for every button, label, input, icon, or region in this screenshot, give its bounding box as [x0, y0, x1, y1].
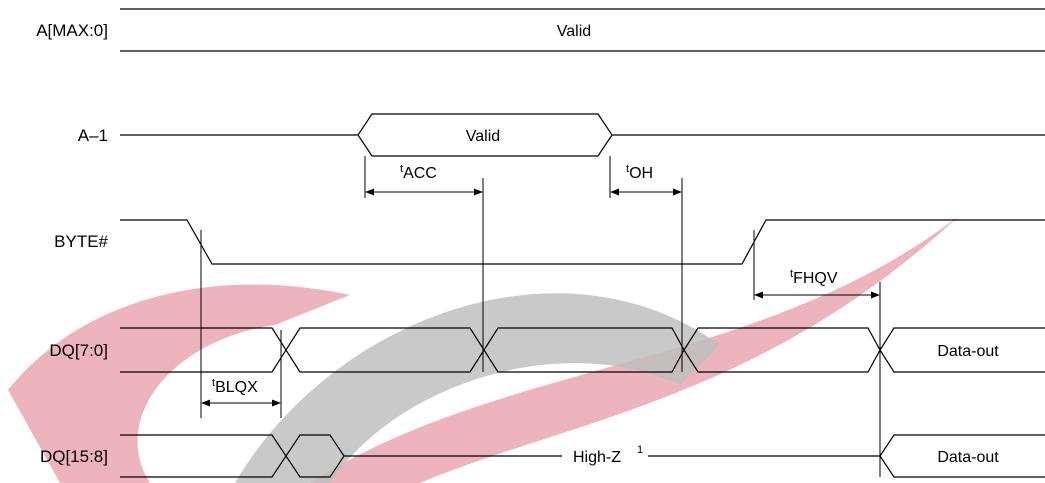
timing-oh-label: tOH — [626, 163, 653, 182]
addr-valid-label: Valid — [557, 23, 591, 40]
high-z-footnote: 1 — [637, 444, 643, 456]
watermark-red-swoosh-large — [310, 215, 960, 483]
timing-guides — [200, 156, 881, 477]
timing-oh: tOH — [610, 163, 682, 196]
watermark-gray-swoosh — [235, 293, 720, 483]
dq-high-data-out: Data-out — [937, 449, 999, 466]
dq-high-high-z: High-Z — [573, 449, 621, 466]
timing-fhqv-label: tFHQV — [790, 268, 838, 287]
timing-acc-label: tACC — [400, 163, 437, 182]
waveform-a-minus-1: Valid — [120, 113, 1045, 157]
signal-label-a-minus-1: A–1 — [78, 126, 108, 145]
waveform-addr: Valid — [120, 8, 1045, 52]
timing-acc: tACC — [365, 163, 483, 196]
waveform-dq-high: High-Z 1 Data-out — [120, 434, 1045, 478]
a1-valid-label: Valid — [466, 128, 500, 145]
signal-label-dq-low: DQ[7:0] — [49, 341, 108, 360]
watermark-logo — [8, 215, 960, 483]
dq-low-data-out: Data-out — [937, 343, 999, 360]
signal-label-byte: BYTE# — [54, 232, 108, 251]
timing-fhqv: tFHQV — [754, 268, 880, 299]
signal-label-dq-high: DQ[15:8] — [40, 447, 108, 466]
signal-label-addr: A[MAX:0] — [36, 21, 108, 40]
waveform-byte — [120, 219, 1045, 265]
watermark-red-swoosh — [8, 284, 350, 483]
timing-blqx: tBLQX — [201, 377, 281, 407]
timing-blqx-label: tBLQX — [212, 377, 258, 396]
